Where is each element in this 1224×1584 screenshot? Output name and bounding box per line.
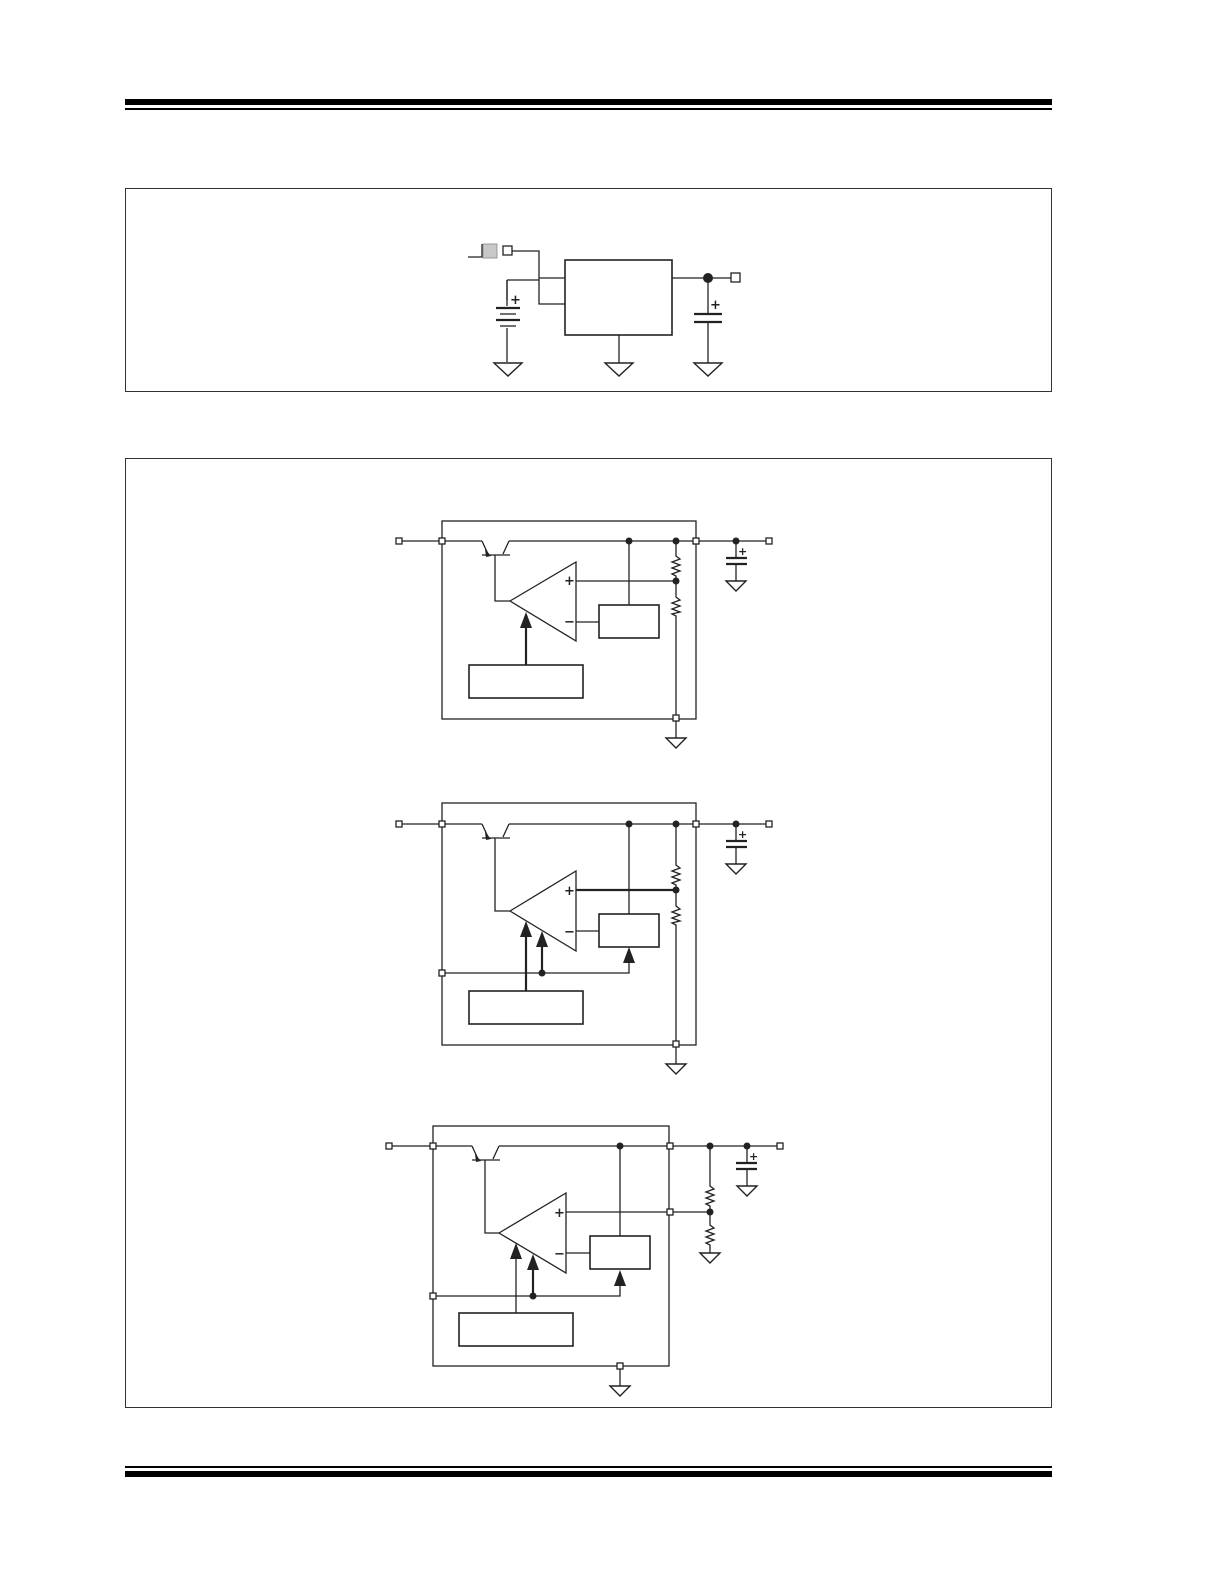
amp-plus-input: + xyxy=(564,574,575,589)
output-terminal xyxy=(765,820,773,828)
ic-package-outline xyxy=(441,520,697,720)
gnd-pin xyxy=(672,1040,680,1048)
ground-icon xyxy=(665,1063,687,1075)
reference-block xyxy=(598,913,660,948)
output-pin xyxy=(730,272,741,283)
regulator-block xyxy=(564,259,673,336)
adj-pin xyxy=(666,1208,674,1216)
cap-plus-sign: + xyxy=(749,1150,758,1163)
footer-rule-thick xyxy=(125,1471,1052,1477)
footer-rule-thin xyxy=(125,1466,1052,1468)
block-circuit-fixed: + − + xyxy=(395,520,773,749)
pass-transistor-icon xyxy=(481,823,510,912)
ground-icon xyxy=(725,580,747,592)
error-amplifier-icon xyxy=(508,560,577,643)
block-circuit-shutdown: + − + xyxy=(395,802,773,1075)
reference-block xyxy=(589,1235,651,1270)
ground-icon xyxy=(493,362,523,377)
gnd-pin xyxy=(616,1362,624,1370)
vin-pin xyxy=(438,537,446,545)
cap-plus-sign: + xyxy=(738,545,747,558)
pass-transistor-icon xyxy=(471,1145,500,1234)
input-terminal xyxy=(385,1142,393,1150)
amp-minus-input: − xyxy=(554,1247,565,1262)
ground-icon xyxy=(665,737,687,749)
switch-icon xyxy=(468,243,498,259)
bias-block xyxy=(458,1312,574,1347)
output-terminal xyxy=(776,1142,784,1150)
vout-pin xyxy=(692,537,700,545)
cap-plus-sign: + xyxy=(738,828,747,841)
battery-icon: + xyxy=(496,279,539,362)
bias-block xyxy=(468,990,584,1025)
ground-icon xyxy=(699,1252,721,1264)
amp-plus-input: + xyxy=(564,884,575,899)
input-pin xyxy=(502,245,513,256)
block-circuit-adjustable: + − + xyxy=(385,1125,784,1397)
external-feedback-divider xyxy=(704,1146,716,1253)
bias-block xyxy=(468,664,584,699)
block-diagram-figure xyxy=(125,458,1052,1408)
output-capacitor-icon: + xyxy=(736,1146,758,1186)
output-capacitor-icon: + xyxy=(726,824,747,864)
shdn-pin xyxy=(429,1292,437,1300)
ground-icon xyxy=(736,1185,758,1197)
ground-icon xyxy=(609,1385,631,1397)
ic-package-outline xyxy=(432,1125,670,1367)
shdn-pin xyxy=(438,969,446,977)
amp-plus-input: + xyxy=(554,1206,565,1221)
vin-pin xyxy=(429,1142,437,1150)
amp-minus-input: − xyxy=(564,925,575,940)
ground-icon xyxy=(693,362,723,377)
capacitor-plus-sign: + xyxy=(710,298,721,313)
output-terminal xyxy=(765,537,773,545)
feedback-divider xyxy=(670,541,683,718)
error-amplifier-icon xyxy=(508,869,577,953)
vout-pin xyxy=(666,1142,674,1150)
ground-icon xyxy=(604,362,634,377)
output-capacitor-icon: + xyxy=(694,278,722,363)
input-terminal xyxy=(395,820,403,828)
pass-transistor-icon xyxy=(481,540,510,602)
battery-plus-sign: + xyxy=(510,293,521,308)
gnd-pin xyxy=(672,714,680,722)
typical-application-circuit: + + xyxy=(468,243,741,377)
reference-block xyxy=(598,604,660,639)
header-rule-thin xyxy=(125,108,1052,110)
error-amplifier-icon xyxy=(497,1191,567,1275)
vin-pin xyxy=(438,820,446,828)
output-capacitor-icon: + xyxy=(726,541,747,581)
vout-pin xyxy=(692,820,700,828)
amp-minus-input: − xyxy=(564,615,575,630)
ic-package-outline xyxy=(441,802,697,1046)
ground-icon xyxy=(725,863,747,875)
feedback-divider xyxy=(670,824,683,1044)
header-rule-thick xyxy=(125,99,1052,105)
input-terminal xyxy=(395,537,403,545)
